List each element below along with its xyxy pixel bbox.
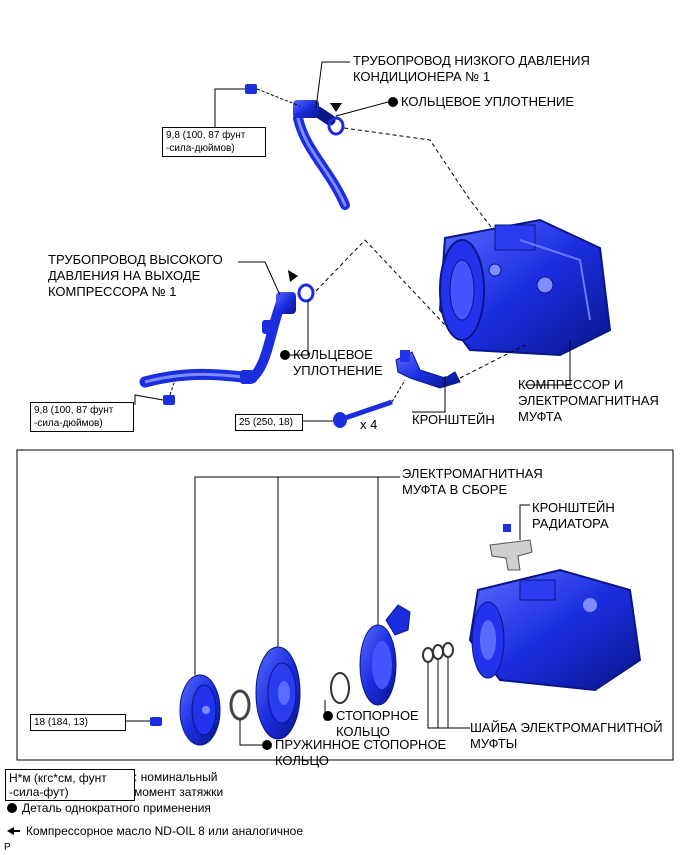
legend-non-reusable: Деталь однократного применения	[22, 801, 211, 815]
torque-box-3: 25 (250, 18)	[235, 414, 303, 431]
torque-box-4: 18 (184, 13)	[30, 714, 126, 731]
bolt-2	[163, 395, 175, 405]
non-reusable-dot	[262, 740, 272, 750]
label-high-pressure-pipe: ТРУБОПРОВОД ВЫСОКОГО ДАВЛЕНИЯ НА ВЫХОДЕ …	[48, 252, 223, 299]
compressor-lower	[468, 568, 642, 692]
o-ring-2	[297, 283, 315, 303]
label-o-ring-2: КОЛЬЦЕВОЕ УПЛОТНЕНИЕ	[280, 347, 383, 379]
label-spring-snap-ring: ПРУЖИННОЕ СТОПОРНОЕ КОЛЬЦО	[262, 737, 446, 769]
bolt-4	[150, 717, 162, 726]
stator-coil	[359, 604, 411, 706]
footer-code: P	[4, 842, 11, 853]
low-pipe-leader	[315, 61, 350, 109]
legend-torque-text: : номинальный момент затяжки	[134, 770, 224, 799]
label-low-pressure-pipe: ТРУБОПРОВОД НИЗКОГО ДАВЛЕНИЯ КОНДИЦИОНЕР…	[353, 53, 590, 84]
bracket	[395, 350, 461, 389]
torque-1-leader	[214, 88, 245, 128]
legend-oil: Компрессорное масло ND-OIL 8 или аналоги…	[26, 824, 304, 838]
label-compressor: КОМПРЕССОР И ЭЛЕКТРОМАГНИТНАЯ МУФТА	[518, 377, 659, 424]
label-clutch-assembly: ЭЛЕКТРОМАГНИТНАЯ МУФТА В СБОРЕ	[402, 466, 543, 497]
low-pressure-pipe	[293, 100, 350, 210]
long-bolt	[333, 399, 393, 428]
non-reusable-dot	[323, 711, 333, 721]
label-qty: x 4	[360, 417, 378, 432]
bolt-1	[245, 84, 301, 107]
compressor-upper	[438, 218, 612, 357]
clutch-leader	[194, 476, 379, 675]
spring-snap-ring	[229, 689, 251, 721]
label-radiator-bracket: КРОНШТЕЙН РАДИАТОРА	[532, 500, 615, 531]
oil-arrow-icon	[7, 827, 14, 835]
o-ring-1-leader	[335, 101, 389, 117]
non-reusable-icon	[7, 803, 17, 813]
pulley	[255, 646, 301, 740]
oil-arrow-2	[288, 270, 298, 282]
detail-frame	[16, 449, 674, 761]
non-reusable-dot	[388, 97, 398, 107]
oil-arrow-1	[330, 103, 342, 112]
torque-box-2: 9,8 (100, 87 фунт -сила-дюймов)	[30, 402, 134, 432]
snap-ring	[330, 672, 350, 704]
label-o-ring-1: КОЛЬЦЕВОЕ УПЛОТНЕНИЕ	[388, 94, 574, 110]
non-reusable-dot	[280, 350, 290, 360]
label-snap-ring: СТОПОРНОЕ КОЛЬЦО	[323, 708, 419, 740]
clutch-hub	[179, 674, 221, 746]
torque-box-1: 9,8 (100, 87 фунт -сила-дюймов)	[162, 127, 266, 157]
label-shim: ШАЙБА ЭЛЕКТРОМАГНИТНОЙ МУФТЫ	[470, 720, 663, 751]
radiator-bracket	[489, 524, 533, 571]
shims	[422, 642, 454, 663]
label-bracket: КРОНШТЕЙН	[412, 412, 495, 427]
legend-torque-box: Н*м (кгс*см, фунт -сила-фут)	[5, 769, 135, 801]
high-pressure-pipe	[139, 292, 296, 388]
o-ring-1	[327, 116, 345, 136]
